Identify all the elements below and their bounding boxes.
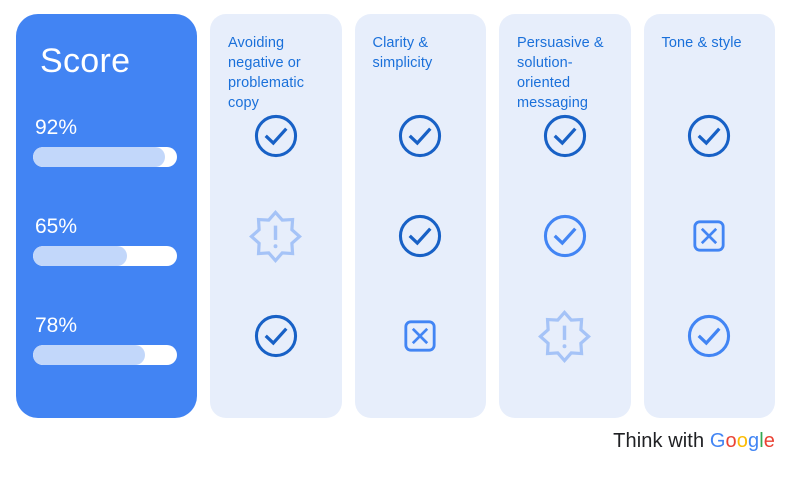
- status-cells: [355, 86, 487, 418]
- score-progress-track: [33, 345, 177, 365]
- status-cell-pass: [499, 86, 631, 186]
- score-row: 92%: [33, 116, 177, 167]
- score-progress-fill: [33, 246, 127, 266]
- status-cell-pass: [210, 86, 342, 186]
- check-circle-icon: [686, 313, 732, 359]
- check-circle-icon: [542, 113, 588, 159]
- status-cell-pass: [644, 286, 776, 386]
- score-panel-title: Score: [40, 42, 131, 80]
- score-progress-track: [33, 147, 177, 167]
- category-column: Tone & style: [643, 14, 776, 418]
- google-letter: o: [736, 430, 748, 452]
- check-circle-icon: [397, 113, 443, 159]
- x-square-icon: [689, 216, 729, 256]
- score-progress-track: [33, 246, 177, 266]
- x-square-icon: [400, 316, 440, 356]
- category-column: Clarity & simplicity: [354, 14, 487, 418]
- brand-prefix: Think with: [613, 430, 710, 452]
- check-circle-icon: [686, 113, 732, 159]
- status-cells: [644, 86, 776, 418]
- status-cells: [210, 86, 342, 418]
- status-cell-fail: [644, 186, 776, 286]
- google-letter: e: [763, 430, 775, 452]
- google-letter: G: [709, 430, 726, 452]
- score-row: 65%: [33, 215, 177, 266]
- google-letter: g: [747, 430, 760, 452]
- score-rows: 92% 65% 78%: [16, 116, 197, 365]
- status-cell-pass: [355, 186, 487, 286]
- status-cell-warning: [499, 286, 631, 386]
- category-column-header: Tone & style: [661, 35, 742, 51]
- status-cell-warning: [210, 186, 342, 286]
- category-column-header: Avoiding negative or problematic copy: [228, 35, 305, 111]
- status-cells: [499, 86, 631, 418]
- score-panel: Score 92% 65% 78%: [16, 14, 197, 418]
- category-column-header: Clarity & simplicity: [372, 35, 433, 71]
- score-value-label: 78%: [35, 314, 78, 337]
- category-column: Persuasive & solution-oriented messaging: [499, 14, 631, 418]
- score-progress-fill: [33, 147, 166, 167]
- status-cell-pass: [210, 286, 342, 386]
- status-cell-fail: [355, 286, 487, 386]
- status-cell-pass: [499, 186, 631, 286]
- google-letter: l: [759, 430, 764, 452]
- google-letter: o: [725, 430, 737, 452]
- category-column: Avoiding negative or problematic copy: [210, 14, 342, 418]
- score-progress-fill: [33, 345, 146, 365]
- score-row: 78%: [33, 314, 177, 365]
- score-value-label: 92%: [35, 116, 78, 139]
- google-wordmark: Google: [710, 430, 775, 452]
- scorecard-graphic: Score 92% 65% 78% Avoiding negative or pro…: [16, 14, 775, 418]
- think-with-google-logo: Think with Google: [613, 430, 775, 453]
- check-circle-icon: [253, 113, 299, 159]
- score-value-label: 65%: [35, 215, 78, 238]
- warning-badge-icon: [248, 209, 303, 264]
- status-cell-pass: [355, 86, 487, 186]
- category-column-header: Persuasive & solution-oriented messaging: [517, 35, 604, 111]
- warning-badge-icon: [537, 309, 592, 364]
- status-cell-pass: [644, 86, 776, 186]
- check-circle-icon: [542, 213, 588, 259]
- check-circle-icon: [253, 313, 299, 359]
- check-circle-icon: [397, 213, 443, 259]
